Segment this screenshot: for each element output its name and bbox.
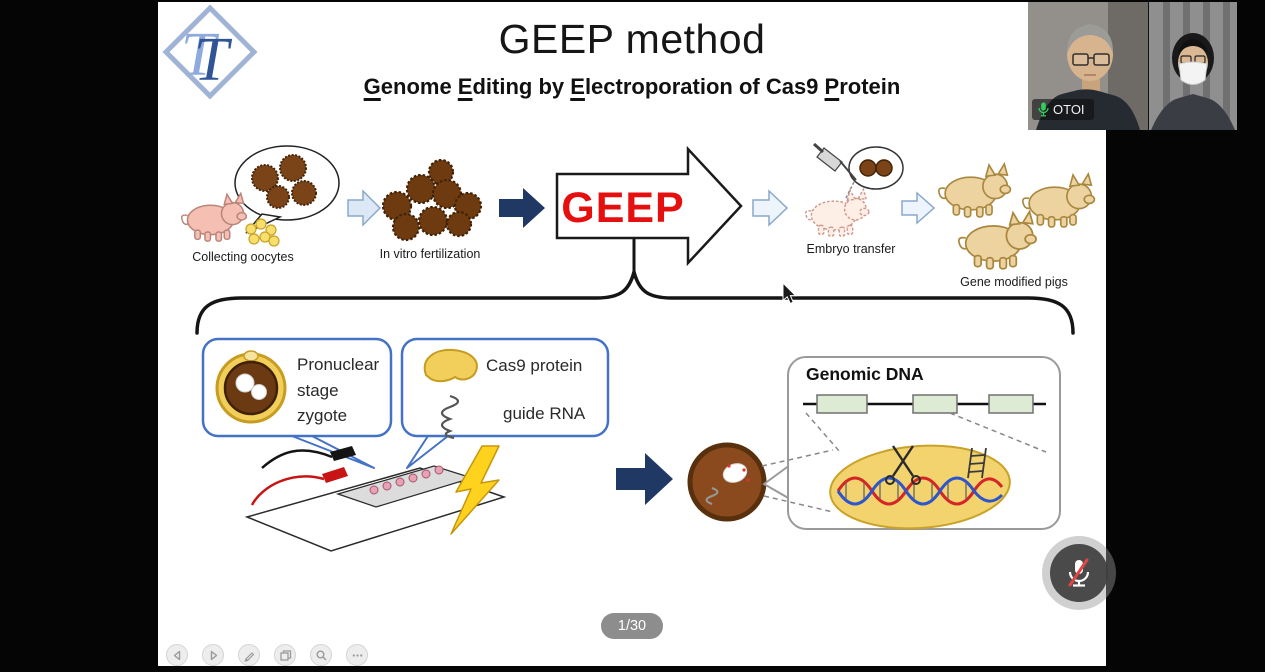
flow-step2-label: In vitro fertilization [379, 247, 481, 261]
genomic-dna-label: Genomic DNA [806, 364, 924, 384]
mute-button-inner [1050, 544, 1108, 602]
cas9-protein-label: Cas9 protein [486, 356, 583, 375]
slide-title: GEEP method [498, 16, 766, 62]
glasses-icon [1072, 53, 1110, 66]
pen-icon [244, 651, 254, 662]
mute-toggle-button[interactable] [1042, 536, 1116, 610]
slides-overview-button[interactable] [274, 644, 296, 666]
subtitle-part: G [363, 74, 381, 99]
more-options-button[interactable] [346, 644, 368, 666]
subtitle-part: enome [380, 74, 458, 99]
slides-icon [279, 649, 291, 661]
geep-label: GEEP [561, 184, 685, 232]
subtitle-part: lectroporation of Cas9 [584, 74, 825, 99]
viewer-toolbar [166, 644, 368, 666]
slide-subtitle: Genome Editing by Electroporation of Cas… [158, 74, 1106, 100]
flow-step1-label: Collecting oocytes [192, 250, 294, 264]
pronuclear-callout-text: Pronuclear stage zygote [297, 352, 379, 429]
flow-step5-label: Gene modified pigs [960, 275, 1068, 289]
magnifier-icon [316, 650, 326, 660]
annotate-button[interactable] [238, 644, 260, 666]
presentation-slide [158, 2, 1106, 666]
callout1-line3: zygote [297, 406, 348, 425]
mic-muted-icon [1068, 558, 1090, 587]
callout1-line2: stage [297, 380, 339, 400]
zoom-button[interactable] [310, 644, 332, 666]
previous-slide-button[interactable] [166, 644, 188, 666]
subtitle-part: rotein [839, 74, 901, 99]
subtitle-part: E [570, 74, 585, 99]
more-dots-icon [352, 653, 362, 657]
face-mask [1178, 61, 1208, 85]
video-tile-participant[interactable] [1148, 2, 1237, 130]
next-slide-button[interactable] [202, 644, 224, 666]
participant-name: OTOI [1053, 102, 1085, 117]
callout1-line1: Pronuclear [297, 355, 380, 374]
mic-on-icon [1038, 102, 1049, 117]
participant-name-badge: OTOI [1032, 99, 1094, 120]
subtitle-part: E [457, 74, 473, 99]
subtitle-part: diting by [472, 74, 571, 99]
previous-arrow-icon [173, 650, 180, 660]
participant-video [1149, 2, 1237, 130]
next-arrow-icon [210, 650, 217, 660]
guide-rna-label: guide RNA [503, 404, 586, 423]
flow-step4-label: Embryo transfer [806, 242, 896, 256]
page-indicator: 1/30 [601, 613, 663, 639]
subtitle-part: P [824, 74, 840, 99]
